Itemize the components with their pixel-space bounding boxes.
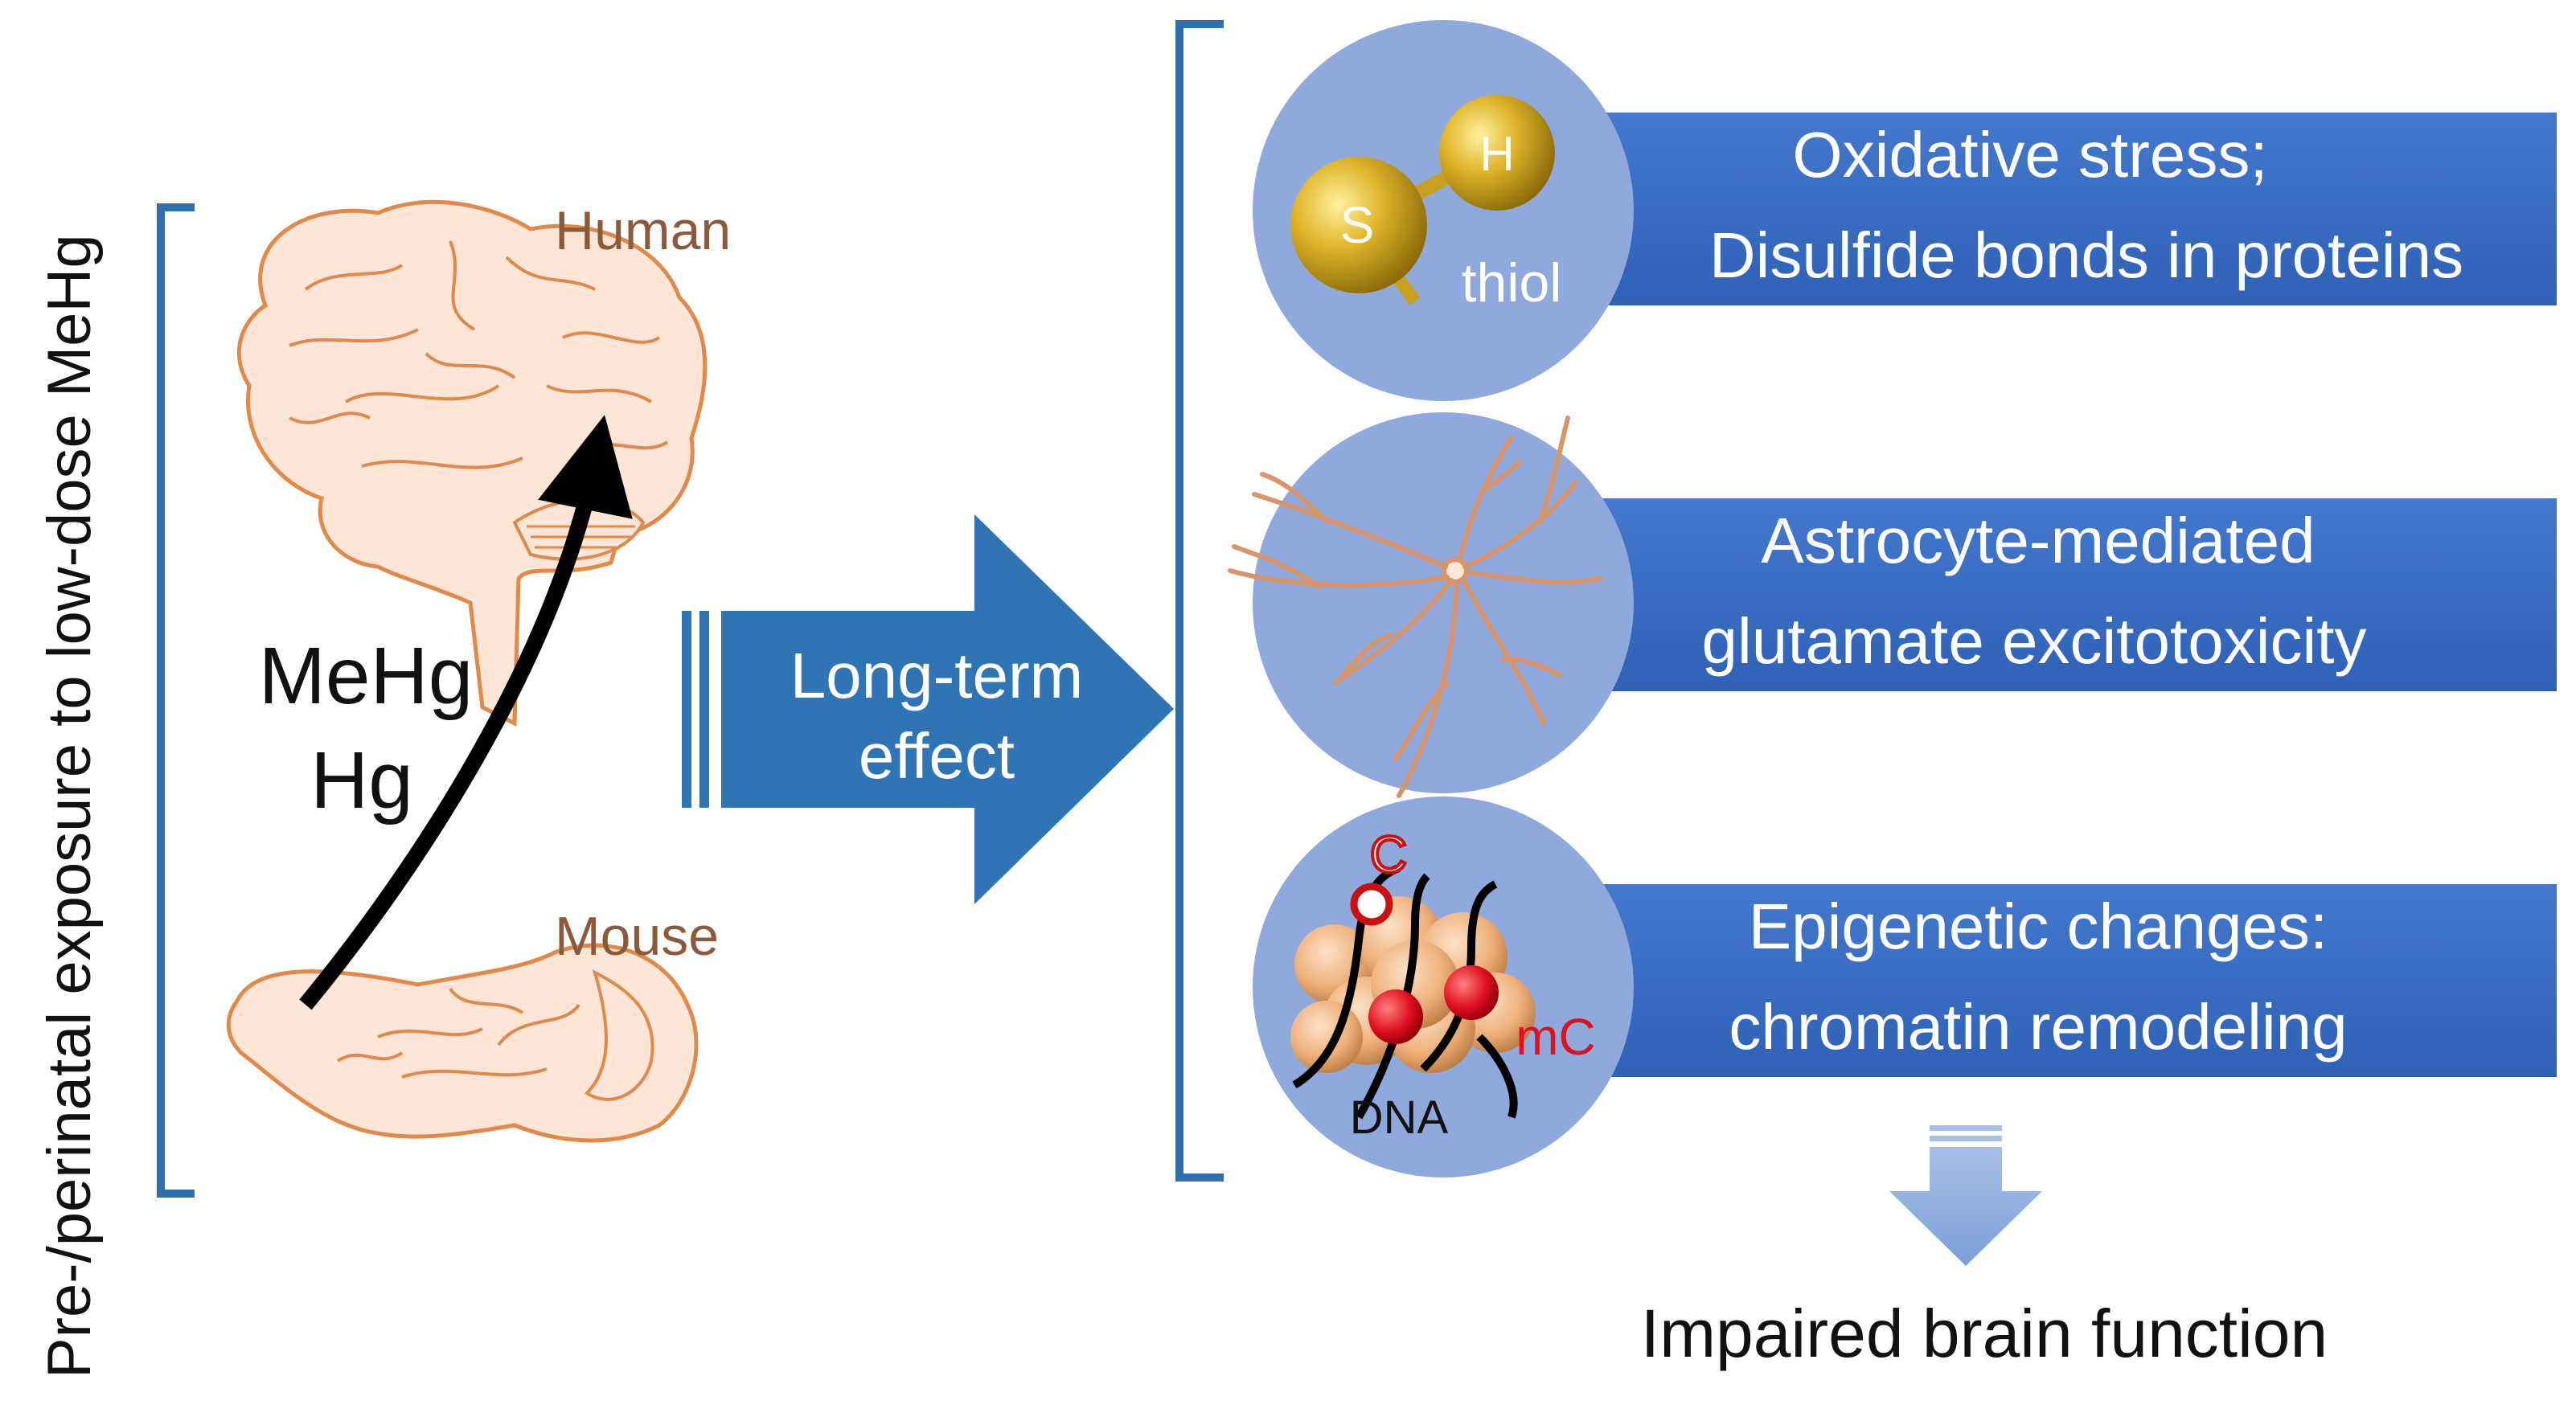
exposure-arrow [299,415,633,1010]
thiol-s-label: S [1340,196,1375,254]
thiol-h-label: H [1479,127,1514,181]
arrow-label-hg: Hg [310,735,413,825]
effect-band-1 [1552,113,2557,305]
effect-band-3 [1552,884,2557,1077]
effect-1-line2: Disulfide bonds in proteins [1709,219,2463,291]
chromatin-mc-label: mC [1516,1008,1596,1066]
human-label: Human [555,200,731,261]
effect-band-2 [1552,498,2557,691]
effect-3-line1: Epigenetic changes: [1749,891,2328,962]
mouse-label: Mouse [555,906,719,967]
mouse-brain-icon [226,943,699,1143]
result-label: Impaired brain function [1641,1296,2328,1371]
thiol-caption: thiol [1462,252,1562,313]
chromatin-dna-label: DNA [1350,1091,1449,1144]
long-term-effect-arrow [682,514,1174,904]
left-bracket [157,203,195,1198]
astrocyte-icon [1228,416,1602,798]
chromatin-icon [1290,864,1536,1120]
effect-3-line2: chromatin remodeling [1729,991,2347,1063]
chromatin-c-label: C [1370,825,1407,883]
effect-2-line2: glutamate excitotoxicity [1701,605,2366,677]
long-term-line2: effect [859,720,1015,792]
side-label: Pre-/perinatal exposure to low-dose MeHg [35,234,104,1378]
effect-2-line1: Astrocyte-mediated [1761,505,2315,576]
down-arrow [1889,1125,2042,1266]
right-bracket [1175,20,1224,1182]
thiol-molecule-icon [1290,95,1555,305]
long-term-line1: Long-term [790,640,1084,711]
effect-circle-2 [1253,412,1634,793]
arrow-label-mehg: MeHg [259,631,474,721]
effect-1-line1: Oxidative stress; [1792,119,2267,190]
